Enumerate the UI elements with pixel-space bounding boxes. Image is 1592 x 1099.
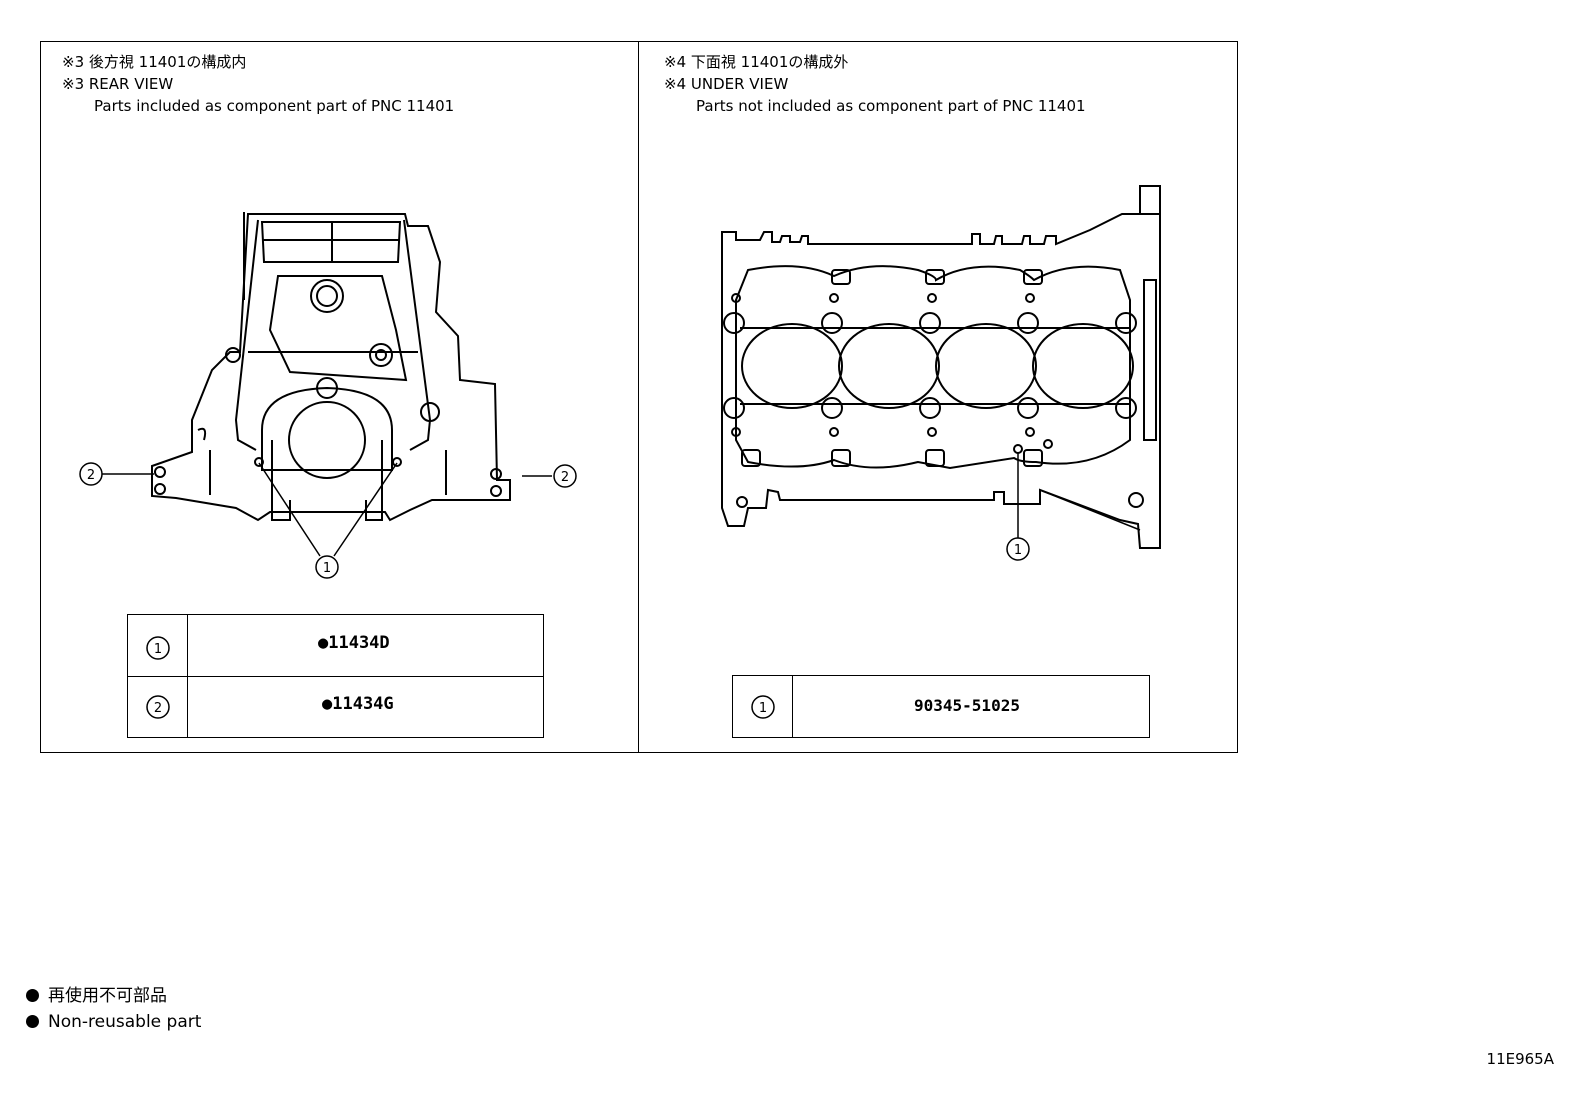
under-view-title-en: ※4 UNDER VIEW — [664, 75, 789, 93]
rear-view-title-en: ※3 REAR VIEW — [62, 75, 174, 93]
rear-view-title-jp: ※3 後方視 11401の構成内 — [62, 53, 247, 71]
svg-text:2: 2 — [87, 468, 95, 483]
panel-divider — [638, 41, 639, 753]
non-reusable-dot-icon — [26, 989, 39, 1002]
under-view-title-jp: ※4 下面視 11401の構成外 — [664, 53, 849, 71]
rear-view-header: ※3 後方視 11401の構成内 ※3 REAR VIEW Parts incl… — [62, 51, 454, 117]
rear-view-parts-table: 1 2 ●11434D ●11434G — [127, 614, 544, 738]
svg-text:1: 1 — [759, 701, 767, 716]
part-number-11434g[interactable]: ●11434G — [322, 694, 394, 714]
table-callout-2: 2 — [146, 695, 170, 719]
under-view-header: ※4 下面視 11401の構成外 ※4 UNDER VIEW Parts not… — [664, 51, 1086, 117]
svg-text:2: 2 — [561, 470, 569, 485]
under-view-parts-table: 1 90345-51025 — [732, 675, 1150, 738]
rear-view-subtitle: Parts included as component part of PNC … — [94, 97, 455, 115]
diagram-frame — [40, 41, 1238, 753]
legend-row-jp: 再使用不可部品 — [26, 983, 201, 1009]
callout-2-left: 2 — [79, 462, 103, 486]
part-number-11434d[interactable]: ●11434D — [318, 633, 390, 653]
callout-1-under: 1 — [1006, 537, 1030, 561]
rear-view-engine-block — [151, 212, 511, 522]
under-view-engine-block — [721, 185, 1161, 549]
table-callout-1-under: 1 — [751, 695, 775, 719]
callout-1-rear: 1 — [315, 555, 339, 579]
callout-2-right: 2 — [553, 464, 577, 488]
svg-text:2: 2 — [154, 701, 162, 716]
illustration-code: 11E965A — [1486, 1050, 1554, 1068]
legend: 再使用不可部品 Non-reusable part — [26, 983, 201, 1035]
part-number-90345-51025[interactable]: 90345-51025 — [914, 696, 1020, 715]
svg-text:1: 1 — [323, 561, 331, 576]
under-view-subtitle: Parts not included as component part of … — [696, 97, 1086, 115]
table-callout-1: 1 — [146, 636, 170, 660]
non-reusable-dot-icon — [26, 1015, 39, 1028]
svg-text:1: 1 — [1014, 543, 1022, 558]
legend-row-en: Non-reusable part — [26, 1009, 201, 1035]
svg-text:1: 1 — [154, 642, 162, 657]
